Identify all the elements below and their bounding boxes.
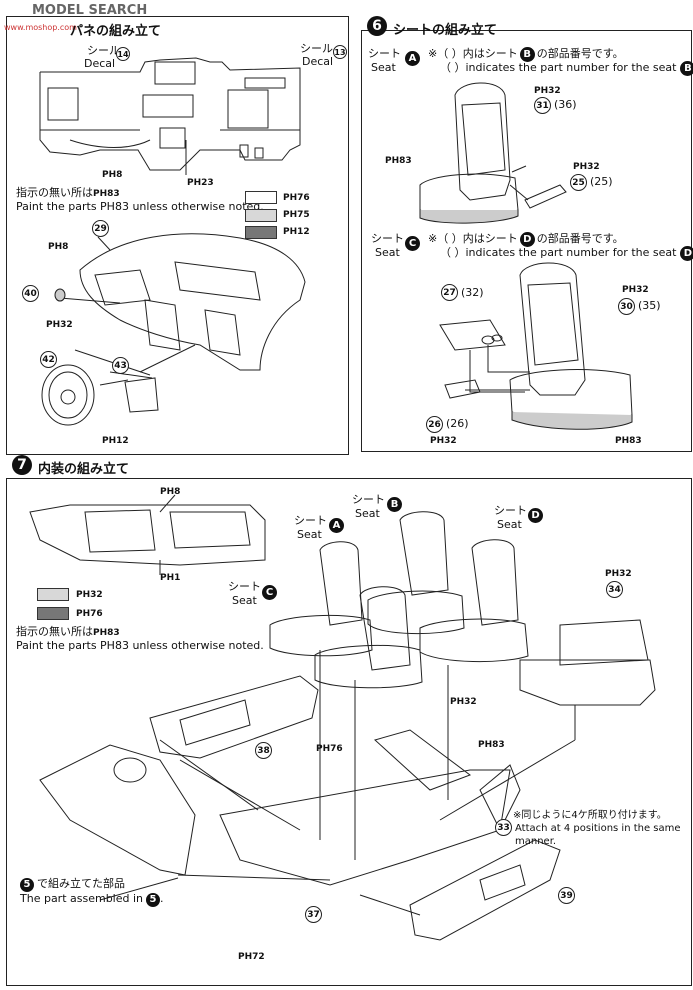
ph8-callout-top: PH8 <box>102 170 123 180</box>
ph32-seat-a-bottom: PH32 <box>573 162 600 172</box>
section5-note-ja: 指示の無い所はPH83 <box>16 186 120 199</box>
ph32-floor: PH32 <box>450 697 477 707</box>
decal-right-ja: シール <box>300 42 333 55</box>
seat-b-sec7-badge: B <box>387 497 402 512</box>
part-27-label: 27 <box>441 284 458 301</box>
sec7-legend-ph32: PH32 <box>76 590 103 600</box>
section5-note-en: Paint the parts PH83 unless otherwise no… <box>16 200 264 213</box>
seat-d-sec7-ja: シート <box>494 504 527 517</box>
part-25-label: 25 <box>570 174 587 191</box>
seat-c-ja: シート <box>371 232 404 245</box>
section6-number: 6 <box>367 16 387 36</box>
ph32-bench: PH32 <box>605 569 632 579</box>
seat-a-ja: シート <box>368 47 401 60</box>
attach-note-en-1: Attach at 4 positions in the same <box>515 823 681 834</box>
legend-ph12: PH12 <box>283 227 310 237</box>
legend-ph76: PH76 <box>283 193 310 203</box>
part-25b-label: (25) <box>590 175 613 188</box>
ph32-callout: PH32 <box>46 320 73 330</box>
sec7-legend-swatch-light <box>37 588 69 601</box>
part-36-label: (36) <box>554 98 577 111</box>
part-13-label: 13 <box>333 45 347 59</box>
sec7-note-ja: 指示の無い所はPH83 <box>16 625 120 638</box>
ph32-seat-a-top: PH32 <box>534 86 561 96</box>
part-38-label: 38 <box>255 742 272 759</box>
section7-number: 7 <box>12 455 32 475</box>
section7-panel <box>6 478 692 986</box>
ph8-sec7: PH8 <box>160 487 181 497</box>
ph23-callout: PH23 <box>187 178 214 188</box>
part-40-label: 40 <box>22 285 39 302</box>
ph76-sec7: PH76 <box>316 744 343 754</box>
ph83-floor: PH83 <box>478 740 505 750</box>
seat-d-sec7-en: Seat <box>497 518 522 531</box>
part-29-label: 29 <box>92 220 109 237</box>
part-37-label: 37 <box>305 906 322 923</box>
part-35-label: (35) <box>638 299 661 312</box>
part-34-label: 34 <box>606 581 623 598</box>
attach-note-ja: ※同じように4ケ所取り付けます。 <box>513 810 667 821</box>
seat-a-sec7-ja: シート <box>294 514 327 527</box>
legend-swatch-darkgray <box>245 226 277 239</box>
part-39-label: 39 <box>558 887 575 904</box>
attach-note-en-2: manner. <box>515 836 557 847</box>
decal-left-ja: シール <box>87 44 120 57</box>
part-32-label: (32) <box>461 286 484 299</box>
seat-cd-note-en: （ ）indicates the part number for the sea… <box>440 246 693 261</box>
ph72-sec7: PH72 <box>238 952 265 962</box>
part-30-label: 30 <box>618 298 635 315</box>
seat-c-en: Seat <box>375 246 400 259</box>
seat-c-sec7-en: Seat <box>232 594 257 607</box>
section5-panel <box>6 16 349 455</box>
part-42-label: 42 <box>40 351 57 368</box>
part-31-label: 31 <box>534 97 551 114</box>
ph1-sec7: PH1 <box>160 573 181 583</box>
seat-a-sec7-en: Seat <box>297 528 322 541</box>
seat-c-badge: C <box>405 236 420 251</box>
seat-ab-note-en: （ ）indicates the part number for the sea… <box>440 61 693 76</box>
seat-c-sec7-badge: C <box>262 585 277 600</box>
section5-title: パネの組み立て <box>70 24 162 39</box>
watermark-site: MODEL SEARCH <box>32 3 148 18</box>
legend-ph75: PH75 <box>283 210 310 220</box>
ph83-seat-c: PH83 <box>615 436 642 446</box>
part-33-label: 33 <box>495 819 512 836</box>
seat-d-sec7-badge: D <box>528 508 543 523</box>
ph8-callout: PH8 <box>48 242 69 252</box>
seat-a-sec7-badge: A <box>329 518 344 533</box>
seat-a-badge: A <box>405 51 420 66</box>
part-43-label: 43 <box>112 357 129 374</box>
ph83-seat-a: PH83 <box>385 156 412 166</box>
ph12-callout: PH12 <box>102 436 129 446</box>
legend-swatch-white <box>245 191 277 204</box>
ph32-seat-c-bottom: PH32 <box>430 436 457 446</box>
sec7-legend-ph76: PH76 <box>76 609 103 619</box>
seat-b-sec7-en: Seat <box>355 507 380 520</box>
ph32-seat-c-top: PH32 <box>622 285 649 295</box>
section7-title: 内装の組み立て <box>38 462 130 477</box>
watermark-url: www.moshop.com <box>4 23 77 32</box>
seat-a-en: Seat <box>371 61 396 74</box>
seat-b-sec7-ja: シート <box>352 493 385 506</box>
section6-title: シートの組み立て <box>393 23 498 38</box>
decal-right-en: Decal <box>302 55 334 68</box>
seat-c-sec7-ja: シート <box>228 580 261 593</box>
part-14-label: 14 <box>116 47 130 61</box>
decal-left-en: Decal <box>84 57 116 70</box>
part-26b-label: (26) <box>446 417 469 430</box>
sec7-legend-swatch-dark <box>37 607 69 620</box>
sec7-note-en: Paint the parts PH83 unless otherwise no… <box>16 639 264 652</box>
legend-swatch-lightgray <box>245 209 277 222</box>
part-26-label: 26 <box>426 416 443 433</box>
